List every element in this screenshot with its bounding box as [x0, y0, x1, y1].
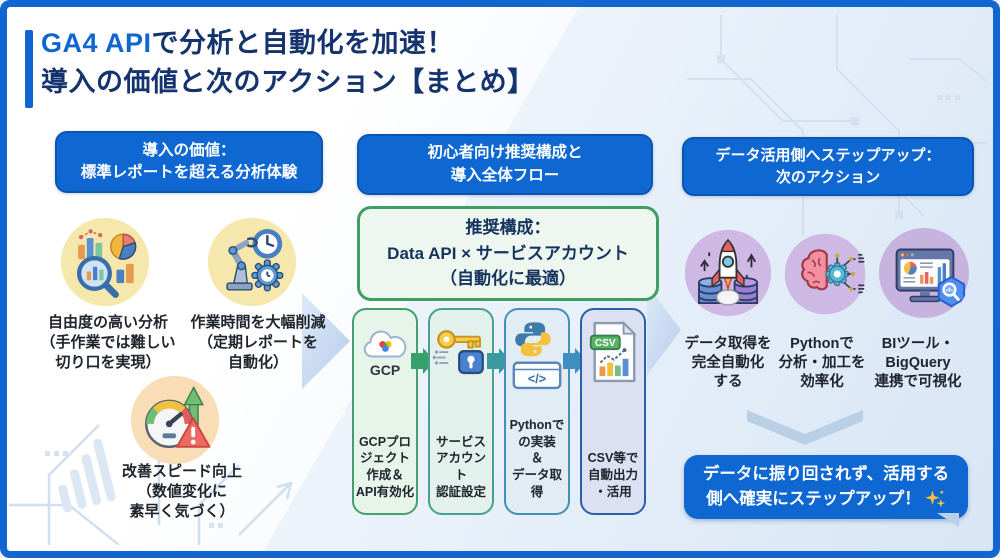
csv-file-chart-icon: CSV — [589, 320, 637, 383]
cta-banner: データに振り回されず、活用する 側へ確実にステップアップ！ — [684, 455, 968, 519]
right-item-label-python-analysis: Pythonで 分析・加工を 効率化 — [778, 336, 866, 391]
code-brackets-glyph: </> — [528, 372, 546, 386]
analysis-magnifier-charts-icon — [60, 217, 150, 307]
flow-step-service-account-label: サービス アカウント 認証設定 — [435, 434, 486, 500]
title-line1: GA4 APIで分析と自動化を加速！ — [41, 24, 535, 63]
gcp-cloud-icon — [363, 330, 407, 358]
page-title: GA4 APIで分析と自動化を加速！ 導入の価値と次のアクション【まとめ】 — [41, 24, 535, 102]
flow-step-python: </> Pythonで の実装 ＆ データ取得 — [504, 308, 570, 515]
flow-step-csv-label: CSV等で 自動出力 ・活用 — [587, 451, 639, 500]
title-highlight: GA4 API — [41, 28, 152, 58]
csv-badge-text: CSV — [595, 338, 616, 349]
right-item-label-automation: データ取得を 完全自動化 する — [684, 336, 772, 391]
flow-step-gcp: GCP GCPプロ ジェクト 作成＆ API有効化 — [352, 308, 418, 515]
flow-step-gcp-label: GCPプロ ジェクト 作成＆ API有効化 — [355, 434, 415, 500]
title-rest: で分析と自動化を加速！ — [151, 28, 455, 58]
flow-step-service-account: サービス アカウント 認証設定 — [428, 308, 494, 515]
circuit-pattern-top-right-decoration — [687, 15, 987, 235]
flow-step-python-label: Pythonで の実装 ＆ データ取得 — [509, 417, 565, 500]
python-code-icon: </> — [512, 322, 562, 390]
right-item-label-bi-visualization: BIツール・ BigQuery 連携で可視化 — [874, 336, 962, 391]
sparkle-icon — [925, 490, 945, 508]
flow-step-csv-output: CSV CSV等で 自動出力 ・活用 — [580, 308, 646, 515]
cta-line2-row: 側へ確実にステップアップ！ — [706, 487, 946, 512]
left-item-label-time-saving: 作業時間を大幅削減 （定期レポートを 自動化） — [190, 314, 326, 371]
left-column-header: 導入の価値： 標準レポートを超える分析体験 — [55, 131, 323, 193]
left-item-label-improvement-speed: 改善スピード向上 （数値変化に 素早く気づく） — [121, 463, 242, 520]
cta-folded-corner-decoration — [937, 513, 959, 527]
title-accent-bar — [25, 30, 33, 108]
rocket-database-icon — [684, 229, 772, 317]
speedometer-growth-alert-icon — [130, 375, 220, 465]
brain-gear-circuit-icon — [784, 233, 866, 315]
chevron-right-left-to-middle — [302, 293, 350, 389]
robot-arm-clock-gear-icon — [207, 217, 297, 307]
bi-monitor-bigquery-icon — [878, 227, 970, 319]
chevron-down-step-up — [747, 410, 863, 445]
left-item-label-analysis: 自由度の高い分析 （手作業では難しい 切り口を実現） — [40, 314, 176, 371]
recommended-configuration-box: 推奨構成： Data API × サービスアカウント （自動化に最適） — [357, 206, 659, 301]
gcp-icon-label: GCP — [369, 362, 401, 378]
cta-line2: 側へ確実にステップアップ！ — [706, 490, 921, 508]
right-column-header: データ活用側へステップアップ： 次のアクション — [682, 137, 974, 196]
middle-column-header: 初心者向け推奨構成と 導入全体フロー — [357, 134, 653, 195]
chevron-right-middle-to-right — [647, 285, 681, 375]
key-lock-icon — [432, 330, 484, 375]
title-line2: 導入の価値と次のアクション【まとめ】 — [41, 67, 535, 97]
cta-line1: データに振り回されず、活用する — [702, 465, 950, 484]
